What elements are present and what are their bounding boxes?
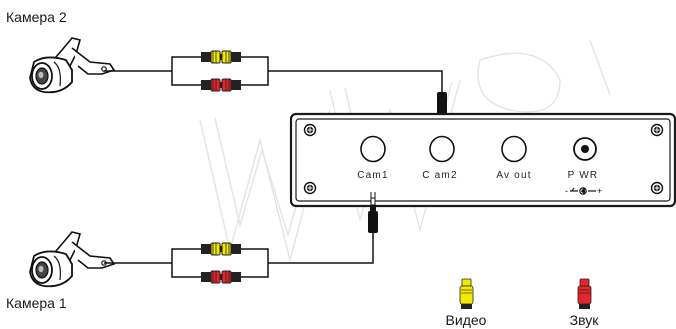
screw-icon xyxy=(650,181,664,195)
camera-1-audio-rca xyxy=(200,270,242,284)
svg-text:+: + xyxy=(597,186,602,196)
legend-audio-label: Звук xyxy=(570,312,600,328)
legend-video-plug xyxy=(459,278,474,309)
camera-1-video-rca xyxy=(200,242,242,256)
port-label-cam2: C am2 xyxy=(422,170,457,181)
camera-2-cable xyxy=(104,56,443,96)
camera-2-video-rca xyxy=(200,50,242,64)
port-label-avout: Av out xyxy=(496,170,531,181)
legend-audio-plug xyxy=(577,278,592,309)
camera-2-label: Камера 2 xyxy=(6,9,67,25)
screw-icon xyxy=(303,181,317,195)
port-label-pwr: P WR xyxy=(568,170,599,181)
legend-video-label: Видео xyxy=(446,312,487,328)
port-cam2 xyxy=(429,135,455,163)
dc-power-icon: + - xyxy=(565,186,602,196)
screw-icon xyxy=(303,123,317,137)
camera-1 xyxy=(29,231,115,288)
port-avout xyxy=(501,135,527,163)
camera-2-audio-rca xyxy=(200,78,242,92)
camera-1-jack xyxy=(368,192,378,233)
svg-text:-: - xyxy=(565,186,568,196)
port-cam1 xyxy=(360,135,386,163)
camera-1-label: Камера 1 xyxy=(6,295,67,311)
control-box xyxy=(289,112,676,208)
port-label-cam1: Cam1 xyxy=(357,170,388,181)
screw-icon xyxy=(650,123,664,137)
camera-2 xyxy=(29,37,115,94)
camera-1-cable xyxy=(104,233,374,278)
port-pwr xyxy=(573,137,597,161)
